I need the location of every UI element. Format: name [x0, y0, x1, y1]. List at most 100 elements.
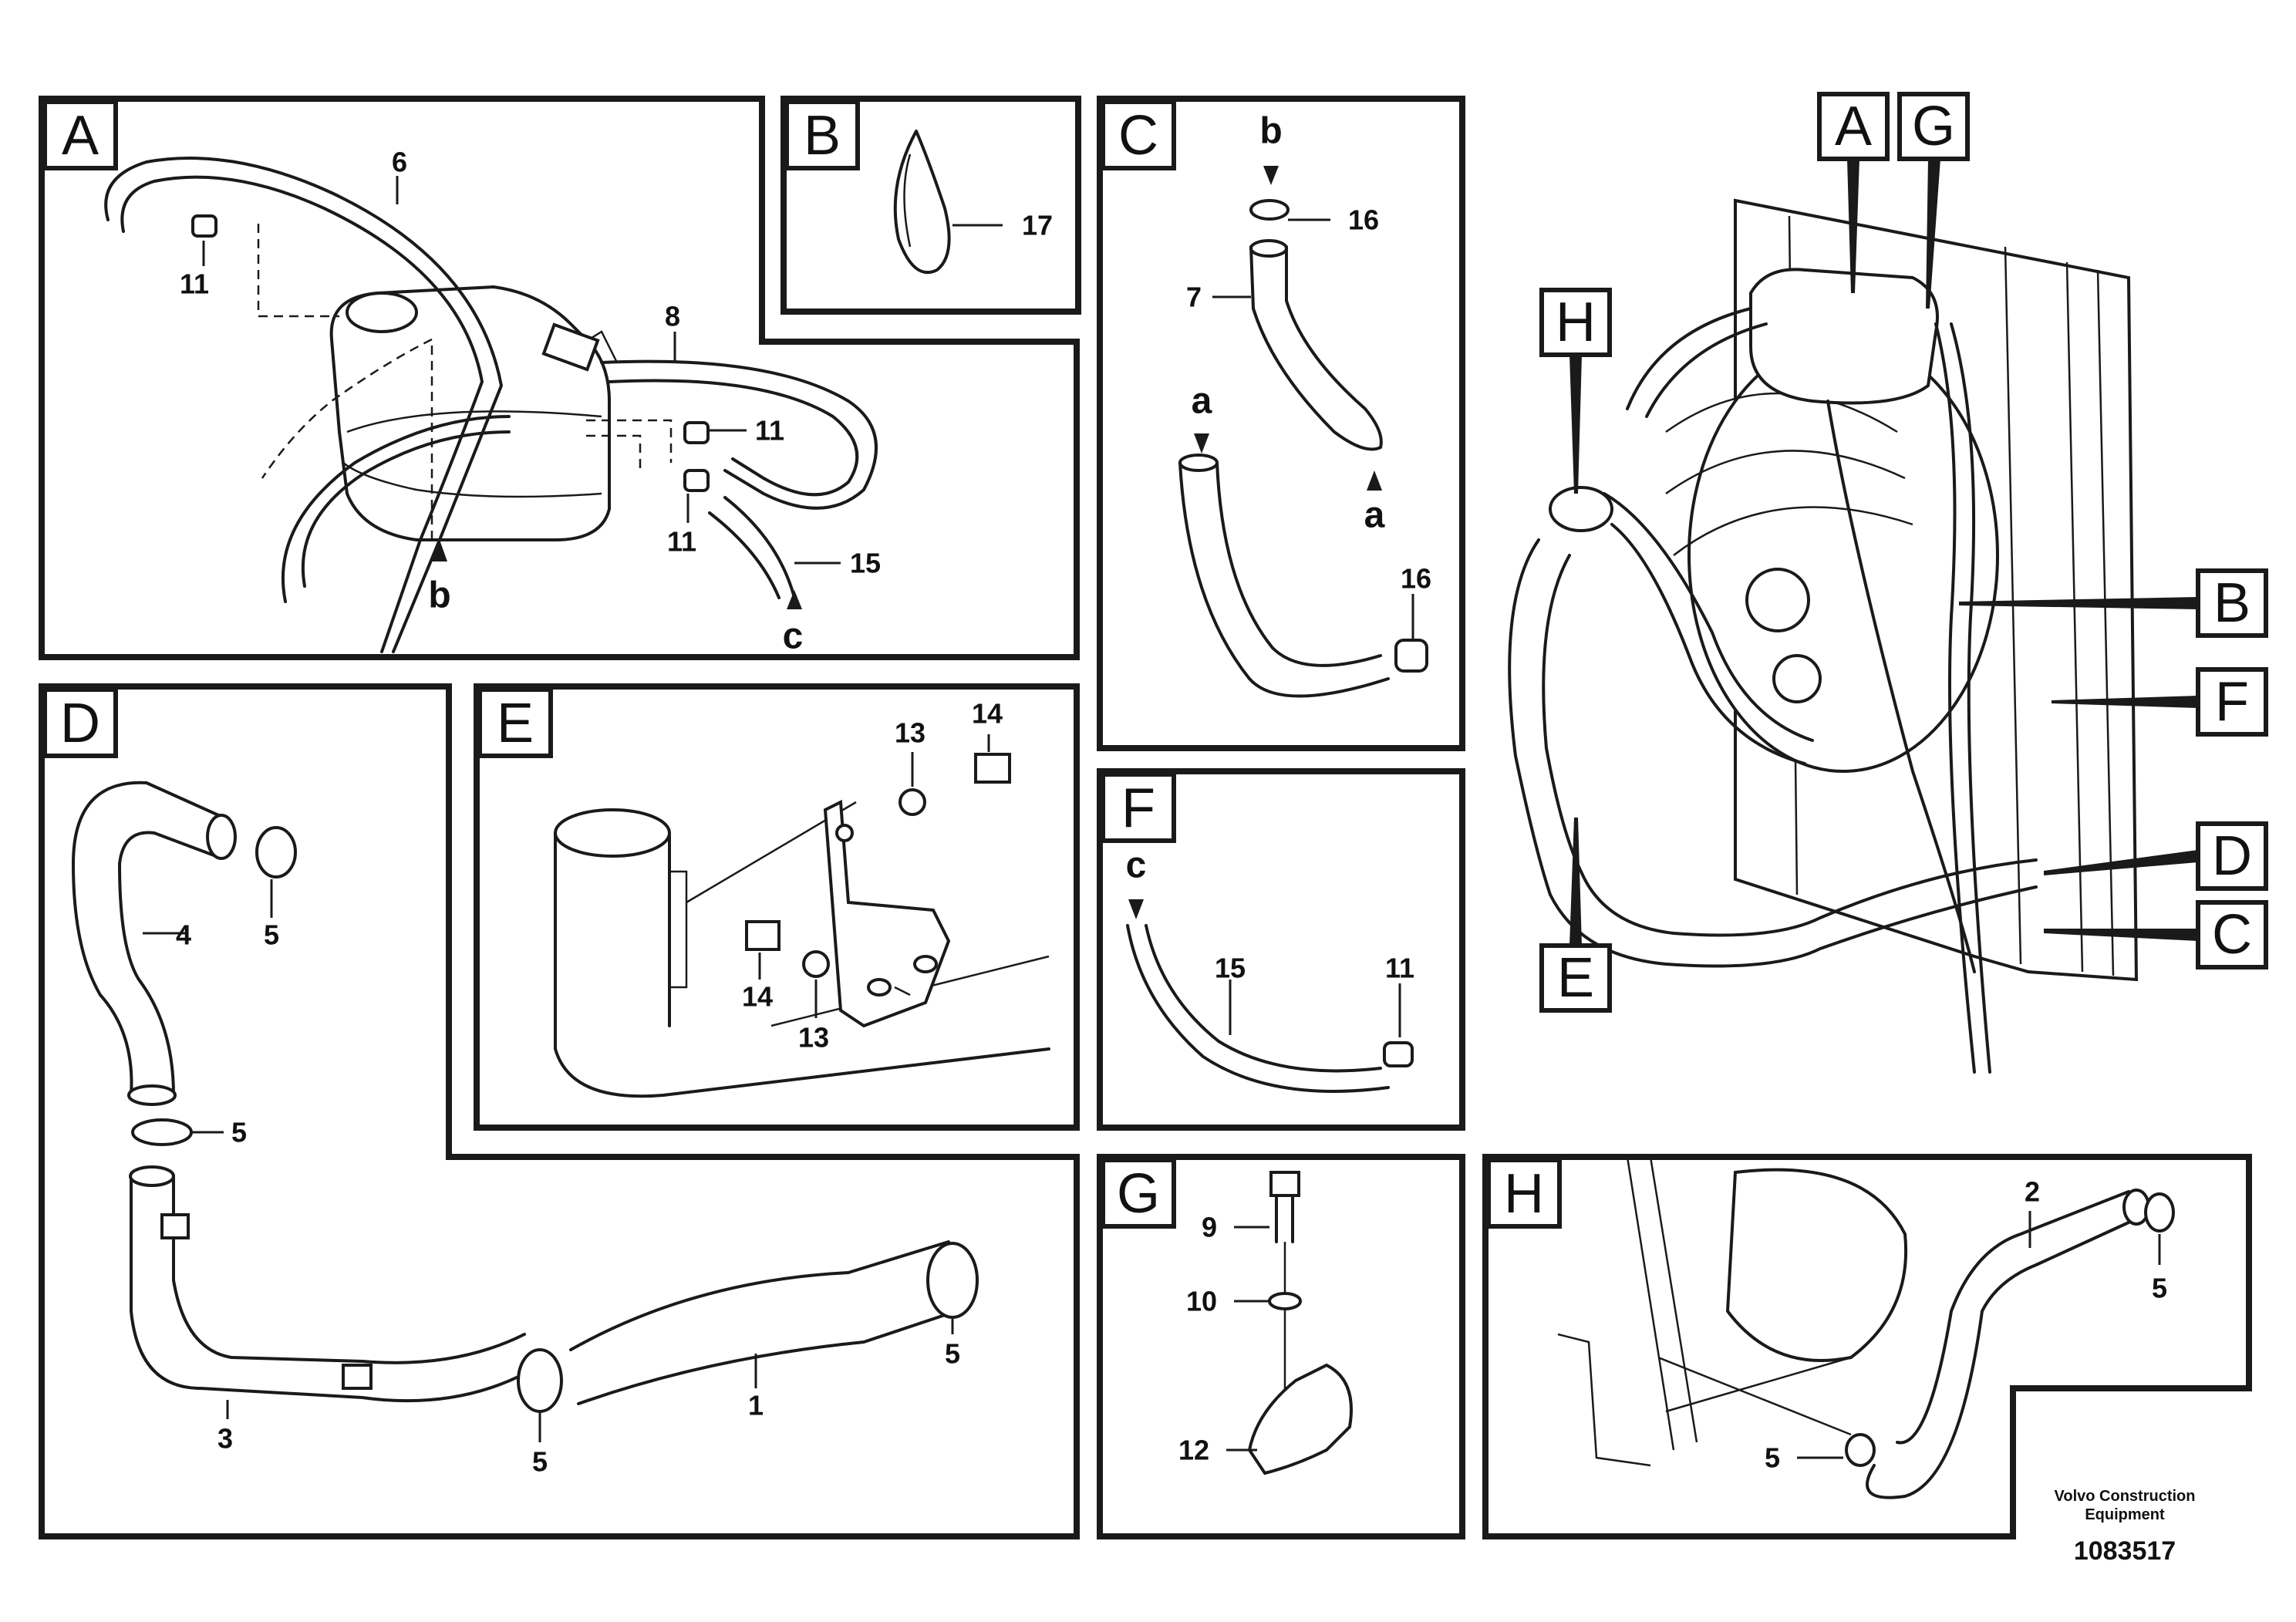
panel-c-tag-box [1101, 99, 1176, 170]
washer-13-bottom [802, 950, 830, 978]
footer: Volvo Construction Equipment 1083517 [2055, 1488, 2196, 1566]
clamp-5-right [926, 1242, 979, 1319]
panel-g: G 9 10 12 [1097, 1154, 1465, 1539]
label-1: 1 [748, 1390, 764, 1421]
callout-B: B [2213, 572, 2250, 634]
callout-C-box [2196, 900, 2268, 969]
clamp-11-top [191, 214, 217, 238]
arrow-b [432, 540, 447, 561]
hose-4 [72, 781, 225, 1097]
overview-tank [1749, 268, 1939, 405]
callout-F: F [2215, 671, 2249, 733]
label-16-top: 16 [1348, 204, 1379, 236]
panel-h: H 2 5 5 [1482, 1154, 2252, 1539]
panel-a-tag-box [42, 99, 118, 170]
label-12: 12 [1178, 1435, 1209, 1466]
label-14-bottom: 14 [742, 981, 773, 1013]
clamp-5-lower [517, 1348, 563, 1413]
arrow-a-right [1367, 470, 1382, 491]
panel-h-tag: H [1504, 1163, 1544, 1225]
panel-e-tag-box [477, 687, 553, 758]
callout-D-box [2196, 821, 2268, 891]
label-10: 10 [1186, 1286, 1217, 1317]
label-11-low: 11 [667, 526, 696, 558]
bolt-9 [1269, 1171, 1300, 1197]
expansion-tank [329, 285, 619, 541]
panel-d-tag-box [42, 687, 118, 758]
arrow-b [1263, 166, 1279, 185]
bolt-14-top [974, 753, 1011, 784]
callout-F-box [2196, 667, 2268, 737]
label-5-right: 5 [945, 1338, 960, 1370]
label-17: 17 [1022, 210, 1053, 241]
cable-tie [893, 130, 951, 275]
panel-c-tag: C [1118, 105, 1158, 167]
pointer-a-left: a [1192, 381, 1212, 422]
mount-block [160, 1213, 190, 1239]
label-9: 9 [1202, 1212, 1217, 1243]
clamp-5-mid [131, 1118, 193, 1146]
pipe-3 [130, 1175, 541, 1403]
bolt-14-bottom [745, 920, 781, 951]
pipe-opening [554, 808, 671, 858]
callout-G: G [1912, 96, 1955, 157]
label-5-top: 5 [2152, 1273, 2167, 1304]
callout-A-box [1817, 92, 1890, 161]
panel-b: B 17 [781, 96, 1081, 315]
label-5-mid: 5 [231, 1117, 247, 1148]
panel-g-tag: G [1117, 1163, 1160, 1225]
label-15: 15 [1215, 953, 1246, 984]
callout-E: E [1557, 947, 1594, 1009]
overview-assembly: A G H B F D C E [1508, 92, 2268, 1074]
pointer-b: b [1259, 111, 1282, 152]
callout-B-box [2196, 568, 2268, 638]
hose-15 [1126, 924, 1390, 1093]
pointer-c: c [1126, 845, 1147, 886]
pointer-c: c [783, 616, 804, 657]
label-3: 3 [217, 1423, 233, 1455]
panel-b-tag-box [784, 99, 860, 170]
panel-d: D 4 5 5 3 5 1 5 [39, 683, 1080, 1539]
callout-H-box [1539, 288, 1612, 357]
clamp-11 [1383, 1041, 1414, 1067]
label-13-bottom: 13 [798, 1022, 829, 1054]
panel-e-tag: E [497, 693, 534, 754]
panel-a-tag: A [62, 105, 99, 167]
panel-h-tag-box [1486, 1158, 1562, 1229]
label-5-lower: 5 [532, 1446, 548, 1478]
label-4: 4 [176, 919, 191, 951]
label-13-top: 13 [895, 717, 925, 749]
document-number: 1083517 [2074, 1536, 2176, 1566]
label-5-bottom: 5 [1765, 1442, 1780, 1474]
label-5-top: 5 [264, 919, 279, 951]
pointer-b: b [428, 575, 450, 616]
clamp-11-low [683, 469, 710, 492]
callout-G-box [1897, 92, 1970, 161]
clamp-5-bottom [1845, 1433, 1876, 1467]
hose-1 [569, 1240, 950, 1351]
lower-hose [1178, 461, 1390, 698]
washer-10 [1268, 1292, 1302, 1310]
label-11-mid: 11 [755, 415, 784, 447]
panel-b-tag: B [804, 105, 841, 167]
pointer-a-right: a [1364, 495, 1385, 536]
label-11: 11 [1385, 953, 1414, 984]
clamp-5-top [255, 826, 297, 878]
fan-detail [1725, 1168, 1908, 1362]
panel-g-tag-box [1101, 1158, 1176, 1229]
hose-7 [1249, 245, 1382, 451]
washer-13-top [899, 788, 926, 816]
label-6: 6 [392, 147, 407, 178]
panel-d-tag: D [60, 693, 100, 754]
panel-f-tag: F [1121, 777, 1155, 839]
arrow-c [787, 590, 802, 609]
label-8: 8 [665, 301, 680, 332]
label-14-top: 14 [972, 698, 1003, 730]
vertical-pipe [554, 831, 1050, 1098]
panel-e: E 13 14 14 13 [474, 683, 1080, 1131]
callout-C: C [2212, 904, 2252, 966]
clamp-5-top [2144, 1192, 2175, 1233]
callout-A: A [1835, 96, 1872, 157]
company-line-1: Volvo Construction [2055, 1488, 2196, 1505]
